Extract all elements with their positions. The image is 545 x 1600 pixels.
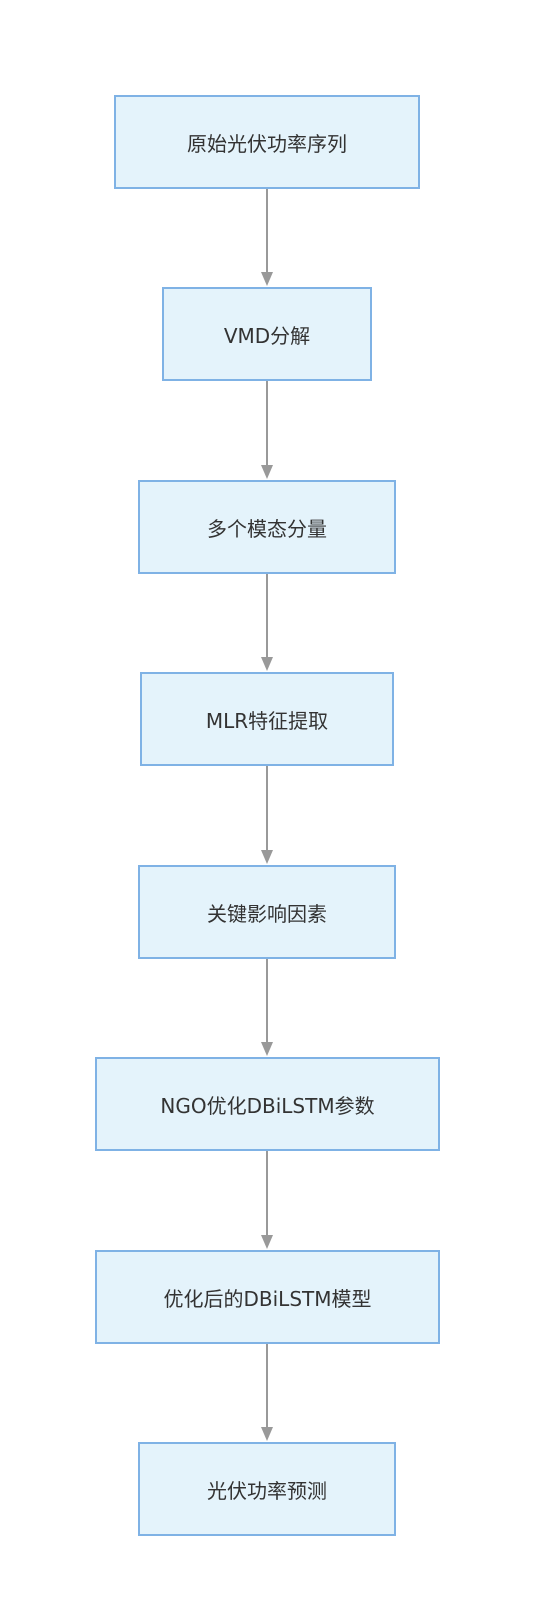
node-key-influencing-factors: 关键影响因素 (138, 865, 396, 959)
node-label: 关键影响因素 (207, 901, 327, 926)
arrow-head-icon (261, 465, 273, 479)
node-pv-power-prediction: 光伏功率预测 (138, 1442, 396, 1536)
node-mlr-feature-extraction: MLR特征提取 (140, 672, 394, 766)
node-label: VMD分解 (223, 323, 311, 348)
arrow-head-icon (261, 1235, 273, 1249)
node-label: MLR特征提取 (205, 708, 329, 733)
node-label: 光伏功率预测 (207, 1478, 327, 1503)
node-label: 优化后的DBiLSTM模型 (163, 1286, 372, 1311)
arrow-head-icon (261, 850, 273, 864)
node-original-pv-power-series: 原始光伏功率序列 (114, 95, 420, 189)
arrow-head-icon (261, 1042, 273, 1056)
node-label: NGO优化DBiLSTM参数 (160, 1093, 375, 1118)
arrow-head-icon (261, 657, 273, 671)
arrow-head-icon (261, 1427, 273, 1441)
node-vmd-decomposition: VMD分解 (162, 287, 372, 381)
node-ngo-optimize-dbilstm-params: NGO优化DBiLSTM参数 (95, 1057, 440, 1151)
node-label: 原始光伏功率序列 (187, 131, 347, 156)
node-multiple-mode-components: 多个模态分量 (138, 480, 396, 574)
arrow-head-icon (261, 272, 273, 286)
node-optimized-dbilstm-model: 优化后的DBiLSTM模型 (95, 1250, 440, 1344)
node-label: 多个模态分量 (207, 516, 327, 541)
